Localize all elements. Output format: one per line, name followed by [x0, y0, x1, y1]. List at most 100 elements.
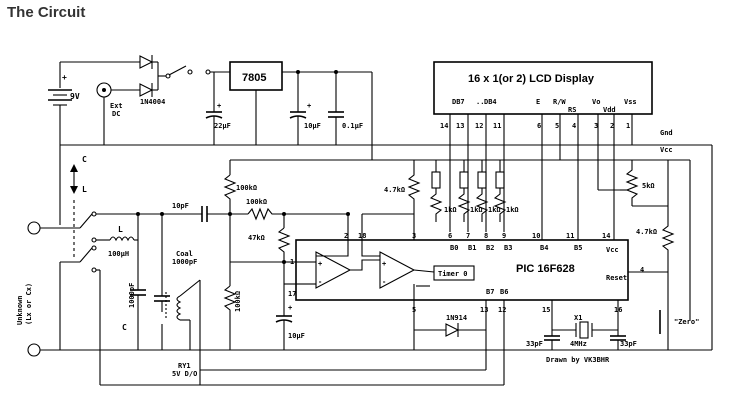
svg-text:DB7: DB7 — [452, 98, 465, 106]
svg-text:4: 4 — [572, 122, 576, 130]
svg-text:2: 2 — [344, 232, 348, 240]
svg-text:Vo: Vo — [592, 98, 600, 106]
svg-text:10µF: 10µF — [288, 332, 305, 340]
svg-text:4.7kΩ: 4.7kΩ — [636, 228, 657, 236]
pot-5k: 5kΩ — [620, 160, 655, 206]
svg-text:Timer 0: Timer 0 — [438, 270, 468, 278]
svg-text:100µH: 100µH — [108, 250, 129, 258]
svg-text:-: - — [318, 278, 322, 286]
terminal-top — [27, 221, 41, 235]
battery-plus: + — [62, 73, 67, 82]
svg-text:1kΩ: 1kΩ — [506, 206, 519, 214]
svg-text:DB4: DB4 — [484, 98, 497, 106]
svg-text:100kΩ: 100kΩ — [236, 184, 257, 192]
svg-text:7: 7 — [466, 232, 470, 240]
cap-10uf-2: + 10µF — [275, 304, 305, 350]
pic-chip — [295, 239, 629, 301]
lcd-pins: 14 13 12 11 6 5 4 3 2 1 — [440, 122, 630, 130]
svg-text:B2: B2 — [486, 244, 494, 252]
relay-ry1: RY1 5V D/O — [161, 279, 201, 385]
ext-dc-label-2: DC — [112, 110, 120, 118]
svg-text:1000pF: 1000pF — [128, 283, 136, 308]
svg-text:C: C — [82, 155, 87, 164]
r-100k-bottom: 100kΩ — [223, 285, 242, 350]
lcd-display — [433, 61, 653, 115]
power-switch — [158, 65, 230, 79]
svg-text:13: 13 — [456, 122, 464, 130]
r-47k: 47kΩ — [248, 227, 291, 262]
svg-text:Reset: Reset — [606, 274, 627, 282]
svg-text:B0: B0 — [450, 244, 458, 252]
svg-text:1kΩ: 1kΩ — [444, 206, 457, 214]
svg-text:100kΩ: 100kΩ — [234, 291, 242, 312]
svg-text:5kΩ: 5kΩ — [642, 182, 655, 190]
r-4k7 — [407, 160, 421, 240]
svg-text:12: 12 — [475, 122, 483, 130]
cap-33pf-a: 33pF — [526, 330, 560, 350]
svg-text:1kΩ: 1kΩ — [488, 206, 501, 214]
lcd-title: 16 x 1(or 2) LCD Display — [468, 73, 595, 85]
svg-text:Coal: Coal — [176, 250, 193, 258]
cap-1000pf: 1000pF C — [122, 283, 146, 350]
cap-01uf: 0.1µF — [328, 111, 363, 145]
pic-port-labels: B0 B1 B2 B3 B4 B5 B7 B6 — [450, 244, 582, 296]
inductor-100uh: L 100µH — [96, 225, 138, 258]
svg-text:10: 10 — [532, 232, 540, 240]
svg-text:E: E — [536, 98, 540, 106]
cap-10uf: + 10µF — [289, 102, 321, 145]
svg-text:X1: X1 — [574, 314, 582, 322]
zero-button: "Zero" — [659, 310, 699, 334]
svg-text:+: + — [217, 102, 221, 110]
svg-text:+: + — [382, 260, 386, 268]
svg-text:B1: B1 — [468, 244, 476, 252]
comparator-1: +- — [315, 251, 352, 289]
svg-text:B4: B4 — [540, 244, 548, 252]
svg-text:9: 9 — [502, 232, 506, 240]
jumper-resistors: 1kΩ 1kΩ 1kΩ 1kΩ — [429, 171, 519, 222]
svg-text:1000pF: 1000pF — [172, 258, 197, 266]
svg-text:RS: RS — [568, 106, 576, 114]
cap-01uf-label: 0.1µF — [342, 122, 363, 130]
page-title: The Circuit — [7, 4, 86, 21]
credit: Drawn by VK3BHR — [546, 356, 610, 364]
svg-text:6: 6 — [448, 232, 452, 240]
svg-text:+: + — [318, 260, 322, 268]
cl-switch: C L — [60, 155, 97, 273]
svg-text:..: .. — [476, 98, 484, 106]
gnd-label: Gnd — [660, 129, 673, 137]
svg-text:15: 15 — [542, 306, 550, 314]
cap-coal: Coal 1000pF — [154, 250, 197, 302]
cap-10pf: 10pF — [172, 202, 208, 222]
terminal-bottom — [27, 343, 41, 357]
svg-text:4MHz: 4MHz — [570, 340, 587, 348]
diode-1n4004-b — [139, 83, 154, 97]
pic-name: PIC 16F628 — [516, 263, 575, 275]
svg-text:R/W: R/W — [553, 98, 566, 106]
svg-text:5: 5 — [555, 122, 559, 130]
battery: + 9V — [48, 62, 80, 145]
svg-text:5V D/O: 5V D/O — [172, 370, 197, 378]
svg-text:3: 3 — [412, 232, 416, 240]
svg-text:B3: B3 — [504, 244, 512, 252]
svg-text:B5: B5 — [574, 244, 582, 252]
svg-text:33pF: 33pF — [620, 340, 637, 348]
svg-text:B7: B7 — [486, 288, 494, 296]
svg-text:8: 8 — [484, 232, 488, 240]
svg-text:1N914: 1N914 — [446, 314, 467, 322]
unknown-label: Unknown — [16, 295, 24, 325]
svg-text:3: 3 — [594, 122, 598, 130]
ext-dc-jack: Ext DC — [96, 82, 123, 145]
svg-text:B6: B6 — [500, 288, 508, 296]
cap-22uf-label: 22µF — [214, 122, 231, 130]
svg-text:-: - — [382, 278, 386, 286]
svg-text:L: L — [82, 185, 87, 194]
svg-text:33pF: 33pF — [526, 340, 543, 348]
svg-text:"Zero": "Zero" — [674, 318, 699, 326]
svg-text:10pF: 10pF — [172, 202, 189, 210]
timer0-box — [433, 265, 475, 281]
svg-text:47kΩ: 47kΩ — [248, 234, 265, 242]
svg-text:Vcc: Vcc — [606, 246, 619, 254]
cap-10uf-label: 10µF — [304, 122, 321, 130]
svg-text:11: 11 — [493, 122, 501, 130]
svg-text:1kΩ: 1kΩ — [470, 206, 483, 214]
